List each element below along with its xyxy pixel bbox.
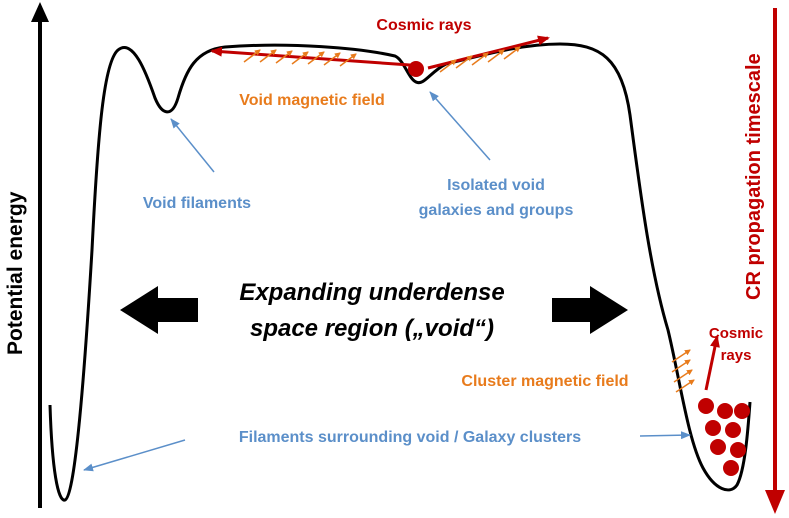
void-magnetic-field-arrows-left xyxy=(243,49,357,67)
expanding-region-label-line2: space region („void“) xyxy=(250,315,494,342)
isolated-void-pointer xyxy=(429,91,491,161)
cosmic-rays-right-label-line1: Cosmic xyxy=(709,325,763,342)
void-filaments-pointer xyxy=(170,118,215,173)
filaments-pointer-left xyxy=(83,439,186,472)
void-magnetic-field-label: Void magnetic field xyxy=(239,92,385,109)
void-filaments-label: Void filaments xyxy=(143,195,251,212)
filaments-pointer-right xyxy=(639,431,691,440)
expansion-arrow-left xyxy=(120,286,198,334)
cosmic-rays-right-label-line2: rays xyxy=(721,347,752,364)
isolated-void-label-line1: Isolated void xyxy=(447,177,545,194)
cr-timescale-axis-arrowhead xyxy=(765,490,785,514)
cluster-magnetic-field-label: Cluster magnetic field xyxy=(461,373,628,390)
void-magnetic-field-arrows-right xyxy=(439,46,521,73)
potential-energy-label: Potential energy xyxy=(4,191,27,355)
isolated-void-label-line2: galaxies and groups xyxy=(419,202,574,219)
expanding-region-label-line1: Expanding underdense xyxy=(239,279,504,306)
cosmic-rays-top-label: Cosmic rays xyxy=(376,17,471,34)
cosmic-ray-arrow-left xyxy=(210,46,411,67)
potential-energy-axis-arrowhead xyxy=(31,2,49,22)
potential-curve xyxy=(48,42,752,502)
cluster-magnetic-field-arrows xyxy=(671,349,695,393)
cluster-cosmic-ray-arrow xyxy=(704,335,720,391)
cr-timescale-label: CR propagation timescale xyxy=(743,53,765,300)
cosmic-ray-source-dot xyxy=(408,61,424,77)
galaxy-cluster-dots xyxy=(698,398,750,476)
filaments-surrounding-label: Filaments surrounding void / Galaxy clus… xyxy=(239,429,581,446)
expansion-arrow-right xyxy=(552,286,628,334)
